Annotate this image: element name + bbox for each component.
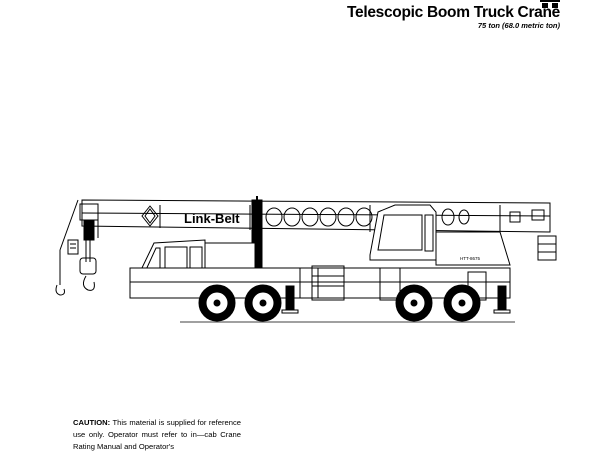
upper-structure (435, 231, 557, 266)
caution-note: CAUTION: This material is supplied for r… (73, 417, 241, 453)
model-tag: HTT-8675 (460, 256, 481, 261)
logo-mark-icon (540, 0, 560, 8)
page-subtitle: 75 ton (68.0 metric ton) (477, 21, 560, 30)
brand-logo: Link-Belt (184, 211, 240, 226)
page-title: Telescopic Boom Truck Crane (347, 4, 560, 21)
hook-block (55, 199, 97, 296)
caution-label: CAUTION: (73, 418, 111, 427)
wheels (198, 284, 481, 322)
caution-text: This material is supplied for reference … (73, 418, 241, 451)
